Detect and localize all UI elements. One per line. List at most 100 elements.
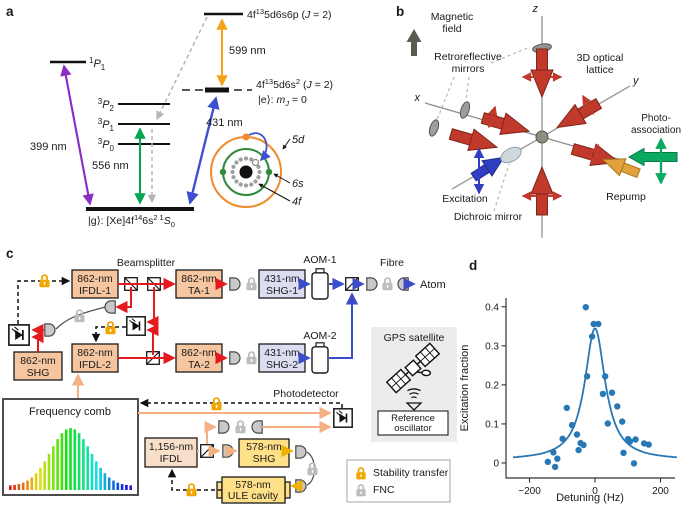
panel-letter-d: d — [469, 258, 477, 273]
data-point — [595, 320, 602, 328]
stability-lock-icon-ifdl2 — [104, 321, 117, 335]
label-photoassociation-2: association — [631, 125, 681, 136]
data-point — [614, 403, 621, 410]
panel-letter-c: c — [6, 246, 14, 261]
fnc-lock-icon-shg2 — [245, 351, 258, 365]
photodetector-comb-beat — [333, 408, 353, 428]
fiber-port-fibre-out — [397, 277, 409, 291]
label-1P1: 1P1 — [89, 56, 106, 72]
comb-bar — [107, 477, 111, 490]
4f-electron — [257, 169, 262, 175]
label-ifdl2-1: 862-nm — [77, 347, 113, 359]
atom-shell-diagram: 5d 6s 4f — [210, 132, 305, 208]
legend-fnc-label: FNC — [373, 484, 395, 496]
arrow-399nm-rev — [60, 64, 91, 205]
box-862nm-ta1 — [175, 269, 223, 299]
4f-electron — [230, 169, 235, 175]
fiber-port-fibre-in — [366, 277, 378, 291]
label-6s: 6s — [292, 178, 304, 190]
comb-bar — [73, 429, 77, 490]
data-point — [568, 421, 576, 429]
panel-a-level-diagram: a 1P1 3P2 3P1 3P0 4f135d6s6p (J = 2) 4f1… — [6, 4, 333, 229]
panel-c-laser-system: c GPS satellite Reference oscillator Fre… — [2, 246, 457, 504]
box-578nm-ule-cavity — [221, 476, 286, 504]
comb-bar — [77, 433, 81, 490]
fnc-lock-icon-beat-fiber — [73, 309, 86, 323]
y-tick-label: 0.1 — [485, 419, 499, 430]
label-3P2: 3P2 — [98, 97, 115, 113]
fiber-port-578-cavity — [295, 479, 307, 493]
lattice-beam-y1 — [551, 93, 605, 138]
box-862nm-ifdl2 — [71, 343, 119, 373]
data-point — [559, 435, 566, 442]
electron-6s-right — [265, 168, 273, 176]
data-point — [544, 458, 551, 465]
data-point — [645, 441, 652, 448]
nucleus — [239, 165, 253, 179]
data-point — [588, 333, 596, 340]
mirror-pointer-lines — [436, 46, 531, 212]
data-point — [604, 420, 611, 427]
data-point — [580, 441, 587, 449]
label-retro-mirrors-2: mirrors — [452, 63, 485, 75]
data-point — [590, 320, 597, 328]
4f-electron — [249, 182, 254, 187]
label-excitation: Excitation — [442, 193, 488, 205]
stability-links — [17, 276, 343, 491]
data-point — [619, 418, 626, 425]
label-aom2: AOM-2 — [303, 330, 336, 342]
box-862nm-ifdl1 — [71, 269, 119, 299]
label-retro-mirrors-1: Retroreflective — [434, 51, 502, 63]
label-3d-lattice-2: lattice — [586, 64, 614, 76]
comb-bar — [103, 473, 107, 490]
pointer-4f — [258, 183, 291, 202]
fiber-port-ta1 — [229, 277, 241, 291]
lorentzian-fit-curve — [513, 327, 677, 459]
comb-bar — [82, 439, 85, 490]
data-point — [599, 390, 607, 398]
fnc-lock-icon-fibre — [381, 277, 394, 291]
4f-electron — [253, 179, 258, 184]
x-tick-label: 200 — [652, 486, 669, 497]
comb-bar — [13, 484, 16, 490]
label-4f: 4f — [292, 196, 302, 208]
atom-cloud — [535, 130, 549, 144]
label-578shg-1: 578-nm — [246, 441, 282, 453]
label-ta1-1: 862-nm — [181, 273, 217, 285]
dichroic-mirror — [500, 146, 522, 164]
comb-bar — [112, 480, 115, 490]
data-point — [554, 455, 561, 462]
fiber-port-1156-to-pd — [251, 420, 263, 434]
comb-bar — [86, 446, 89, 490]
fnc-lock-icon-1156-fiber — [234, 420, 247, 434]
x-axis-label: Detuning (Hz) — [556, 492, 624, 504]
comb-bar — [43, 461, 46, 490]
reference-oscillator-box — [377, 410, 449, 436]
data-point — [563, 404, 570, 412]
photodetector-862-beat — [8, 324, 30, 346]
comb-bar — [26, 480, 29, 490]
label-dichroic-mirror: Dichroic mirror — [454, 211, 523, 223]
label-ule-2: ULE cavity — [228, 490, 279, 502]
label-ifdl2-2: IFDL-2 — [79, 359, 111, 371]
excitation-curve-arrow — [248, 132, 271, 162]
data-point — [608, 389, 616, 396]
box-862nm-shg — [13, 351, 63, 381]
label-reference-oscillator-2: oscillator — [394, 423, 432, 434]
axes-spines — [505, 298, 675, 479]
magnetic-field-arrow-icon — [406, 29, 422, 56]
data-point — [602, 373, 609, 380]
beams-578nm — [281, 444, 303, 493]
4f-electron — [234, 179, 239, 184]
data-point — [620, 449, 627, 456]
photodetector-ifdl-beat — [126, 316, 146, 336]
comb-bar — [116, 482, 120, 490]
label-ule-1: 578-nm — [235, 479, 271, 491]
y-tick-label: 0.2 — [485, 380, 499, 391]
fiber-port-1156-up — [218, 420, 230, 434]
retroreflective-mirror-left1 — [428, 119, 440, 137]
photoassociation-beam — [627, 147, 678, 167]
